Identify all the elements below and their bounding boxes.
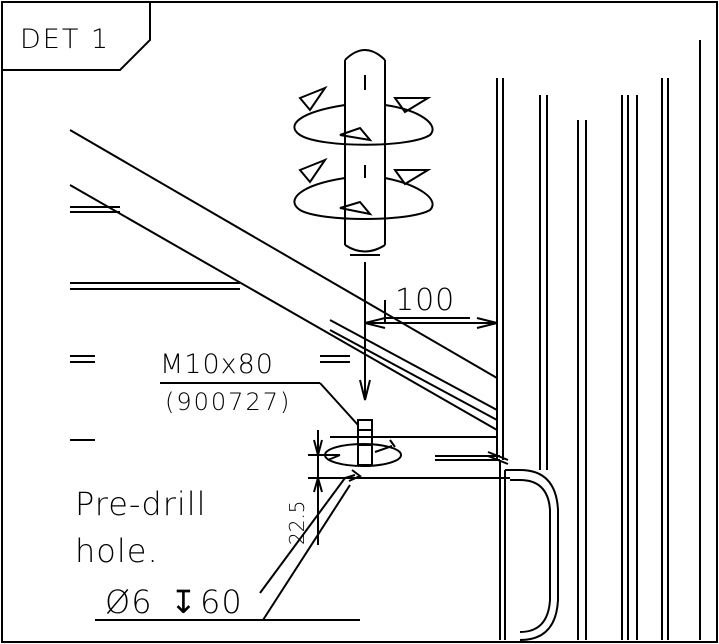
lower-beam — [320, 436, 559, 641]
hole-diameter: Ø6 — [105, 583, 153, 621]
dimension-22-5 — [308, 430, 340, 545]
post-base-marks — [487, 451, 509, 465]
fastener-part-number: (900727) — [165, 388, 291, 416]
post-profile — [496, 40, 701, 640]
hole-depth: 60 — [200, 583, 243, 621]
rotation-arrows — [293, 85, 434, 220]
horizontal-rails — [70, 206, 350, 441]
predrill-note-line2: hole. — [75, 532, 159, 570]
dimension-100 — [364, 300, 498, 329]
detail-label: DET 1 — [20, 24, 110, 55]
fastener-leader — [160, 382, 359, 426]
dimension-22-5-label: 22.5 — [285, 500, 309, 545]
detail-title-box: DET 1 — [2, 2, 151, 71]
predrill-note-line1: Pre-drill — [75, 485, 207, 523]
dimension-100-label: 100 — [395, 283, 455, 318]
predrill-leader — [95, 469, 362, 621]
drill-shaft — [344, 49, 386, 256]
fastener-size: M10x80 — [160, 349, 274, 380]
diagonal-brace — [69, 129, 498, 431]
fastener — [324, 419, 402, 467]
depth-symbol-icon: ↧ — [170, 583, 198, 621]
drill-axis-arrow — [359, 262, 371, 401]
